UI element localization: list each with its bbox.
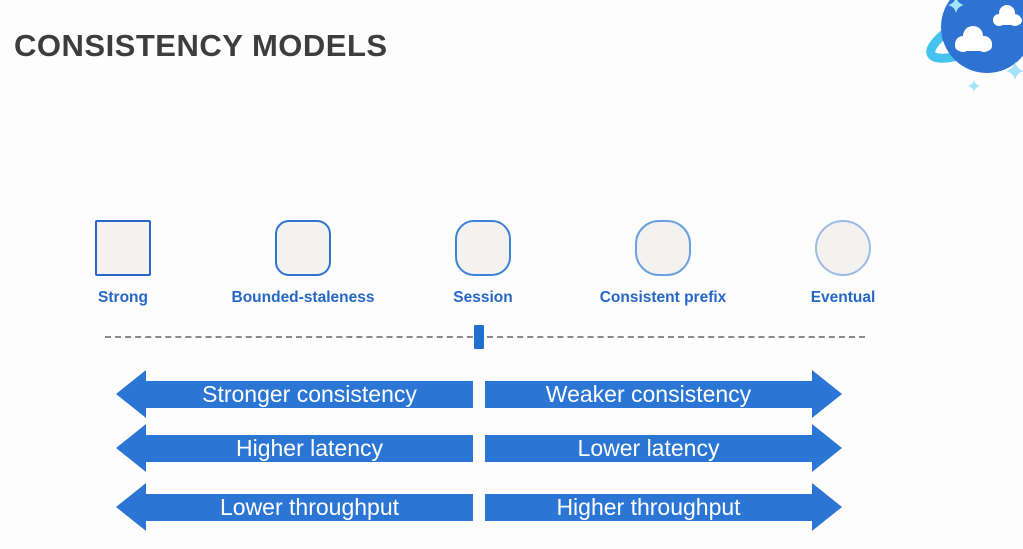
model-label-eventual: Eventual bbox=[810, 289, 876, 306]
tradeoff-row-throughput: Lower throughput Higher throughput bbox=[116, 483, 842, 531]
model-eventual: Eventual bbox=[753, 220, 933, 307]
cosmos-db-globe-icon bbox=[911, 0, 1023, 100]
arrow-head-left-icon bbox=[116, 370, 146, 418]
arrow-left-lower-throughput: Lower throughput bbox=[116, 483, 473, 531]
arrow-head-left-icon bbox=[116, 483, 146, 531]
arrow-head-right-icon bbox=[812, 424, 842, 472]
model-shape-strong bbox=[95, 220, 151, 276]
arrow-head-right-icon bbox=[812, 370, 842, 418]
arrow-right-weaker-consistency: Weaker consistency bbox=[485, 370, 842, 418]
tradeoff-row-latency: Higher latency Lower latency bbox=[116, 424, 842, 472]
spectrum-dashed-line bbox=[105, 336, 865, 338]
model-shape-eventual bbox=[815, 220, 871, 276]
arrow-label-lower-latency: Lower latency bbox=[485, 434, 812, 462]
model-bounded-staleness: Bounded-staleness bbox=[213, 220, 393, 307]
tradeoff-row-consistency: Stronger consistency Weaker consistency bbox=[116, 370, 842, 418]
sparkle-icons bbox=[948, 0, 1023, 92]
model-strong: Strong bbox=[33, 220, 213, 307]
model-label-session: Session bbox=[453, 289, 513, 306]
model-consistent-prefix: Consistent prefix bbox=[573, 220, 753, 307]
cloud-icon bbox=[955, 26, 992, 52]
model-label-bounded-staleness: Bounded-staleness bbox=[231, 289, 375, 306]
arrow-label-weaker-consistency: Weaker consistency bbox=[485, 380, 812, 408]
arrow-head-left-icon bbox=[116, 424, 146, 472]
page-title: CONSISTENCY MODELS bbox=[14, 28, 388, 63]
model-session: Session bbox=[393, 220, 573, 307]
model-label-strong: Strong bbox=[98, 289, 148, 306]
arrow-label-higher-latency: Higher latency bbox=[146, 434, 473, 462]
model-shape-consistent-prefix bbox=[635, 220, 691, 276]
arrow-label-lower-throughput: Lower throughput bbox=[146, 493, 473, 521]
spectrum-marker bbox=[474, 325, 484, 349]
arrow-label-stronger-consistency: Stronger consistency bbox=[146, 380, 473, 408]
model-shape-session bbox=[455, 220, 511, 276]
arrow-head-right-icon bbox=[812, 483, 842, 531]
cloud-icon-small bbox=[993, 5, 1022, 26]
arrow-right-lower-latency: Lower latency bbox=[485, 424, 842, 472]
arrow-left-higher-latency: Higher latency bbox=[116, 424, 473, 472]
arrow-left-stronger-consistency: Stronger consistency bbox=[116, 370, 473, 418]
arrow-right-higher-throughput: Higher throughput bbox=[485, 483, 842, 531]
model-shape-bounded-staleness bbox=[275, 220, 331, 276]
model-label-consistent-prefix: Consistent prefix bbox=[599, 289, 727, 306]
arrow-label-higher-throughput: Higher throughput bbox=[485, 493, 812, 521]
